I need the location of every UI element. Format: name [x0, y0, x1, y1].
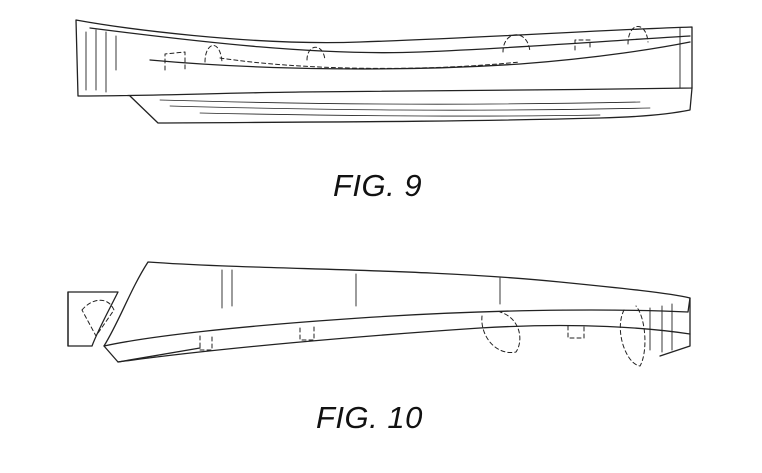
figure-9-caption: FIG. 9 — [333, 168, 423, 203]
fig10-drawing — [67, 261, 691, 367]
figure-10-caption: FIG. 10 — [316, 400, 423, 435]
fig9-drawing — [75, 19, 693, 124]
